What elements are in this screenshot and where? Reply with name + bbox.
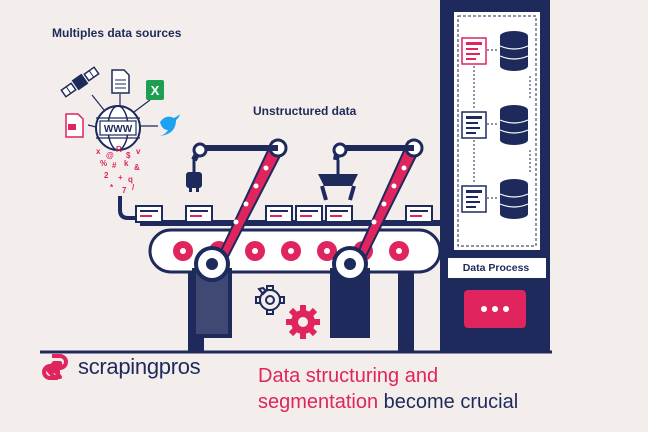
process-row	[461, 31, 529, 71]
data-process-tower	[440, 0, 550, 352]
svg-text:%: %	[100, 159, 107, 168]
data-sources-label: Multiples data sources	[52, 26, 182, 40]
scrapingpros-logo-icon	[42, 354, 68, 380]
tagline-rest: become crucial	[378, 391, 519, 413]
twitter-icon	[160, 114, 180, 136]
document-icon	[111, 69, 130, 94]
svg-text:q: q	[128, 175, 133, 184]
brand-logo: scrapingpros	[40, 352, 201, 382]
svg-text:X: X	[151, 83, 160, 98]
svg-text:WWW: WWW	[104, 124, 133, 135]
svg-text:k: k	[124, 159, 129, 168]
svg-text:7: 7	[122, 186, 127, 195]
process-arrows	[473, 66, 531, 182]
tagline-line-1: Data structuring and	[258, 365, 439, 387]
svg-text:@: @	[106, 151, 114, 160]
robot-arm-claw	[318, 138, 424, 338]
process-row	[461, 179, 529, 219]
svg-text:R: R	[116, 145, 122, 154]
svg-text:#: #	[112, 161, 117, 170]
www-globe-icon: WWW	[95, 105, 141, 151]
satellite-icon	[60, 66, 100, 98]
svg-text:&: &	[134, 163, 140, 172]
excel-icon: X	[146, 80, 164, 100]
claw-icon	[318, 160, 358, 201]
robot-arm-plug	[186, 138, 288, 338]
data-sources-cluster: X WWW x @R $ v%	[60, 66, 180, 220]
database-icon	[499, 105, 529, 145]
data-process-label: Data Process	[462, 262, 530, 274]
plug-icon	[186, 158, 202, 192]
unstructured-data-label: Unstructured data	[253, 104, 357, 118]
tagline: Data structuring and segmentation become…	[258, 363, 518, 415]
svg-text:*: *	[110, 183, 114, 192]
svg-text:+: +	[118, 173, 123, 182]
tagline-accent: segmentation	[258, 391, 379, 413]
scattered-characters: x @R $ v% # k& 2 + q * 7 /	[96, 145, 141, 195]
brand-name: scrapingpros	[78, 354, 201, 379]
svg-text:v: v	[136, 147, 141, 156]
process-row	[461, 105, 529, 145]
intake-pipe	[118, 196, 136, 220]
tagline-line-2: segmentation become crucial	[258, 389, 518, 415]
svg-text:2: 2	[104, 171, 109, 180]
pdf-icon	[65, 113, 84, 138]
database-icon	[499, 31, 529, 71]
belt-data-items	[135, 205, 433, 223]
source-connectors	[87, 94, 158, 128]
gear-icon	[255, 285, 285, 315]
svg-text:$: $	[126, 151, 131, 160]
database-icon	[499, 179, 529, 219]
conveyor	[135, 205, 442, 352]
svg-text:/: /	[132, 183, 135, 192]
svg-text:x: x	[96, 147, 101, 156]
gear-icon	[286, 305, 320, 339]
